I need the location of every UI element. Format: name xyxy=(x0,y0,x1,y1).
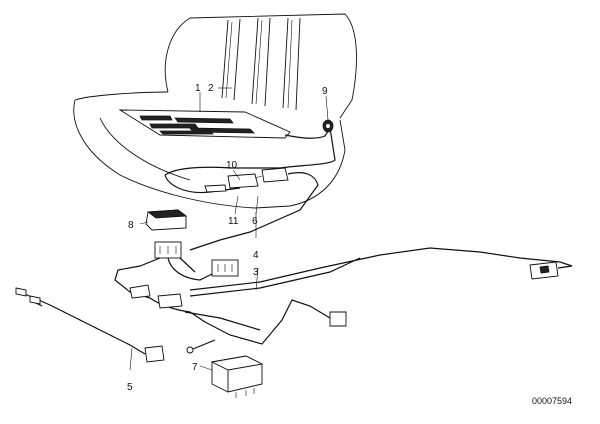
callout-6: 6 xyxy=(252,216,258,227)
callout-1: 1 xyxy=(195,83,201,94)
ground-eyelet xyxy=(186,339,216,354)
callout-2: 2 xyxy=(208,83,214,94)
switch-connectors xyxy=(154,241,239,277)
harness-connectors xyxy=(129,284,347,327)
callout-5: 5 xyxy=(127,382,133,393)
callout-7: 7 xyxy=(192,362,198,373)
heating-element xyxy=(118,109,291,139)
adapter-lead xyxy=(15,287,165,363)
callout-labels: 1 2 9 10 8 11 6 4 3 5 7 xyxy=(127,83,328,393)
callout-11: 11 xyxy=(228,216,239,227)
callout-10: 10 xyxy=(226,160,238,171)
callout-9: 9 xyxy=(322,86,328,97)
seat-heating-switch xyxy=(145,209,188,231)
seat-cushion xyxy=(73,91,346,209)
callout-4: 4 xyxy=(253,250,259,261)
leader-lines xyxy=(129,87,329,371)
right-end-connector xyxy=(529,261,573,280)
seat-connector-cluster xyxy=(189,167,319,251)
wiring-harness xyxy=(114,247,573,345)
document-number: 00007594 xyxy=(532,396,572,406)
callout-8: 8 xyxy=(128,220,134,231)
relay xyxy=(210,355,264,398)
callout-3: 3 xyxy=(253,267,259,278)
temperature-sensor xyxy=(322,119,334,133)
seat-backrest xyxy=(164,13,357,119)
